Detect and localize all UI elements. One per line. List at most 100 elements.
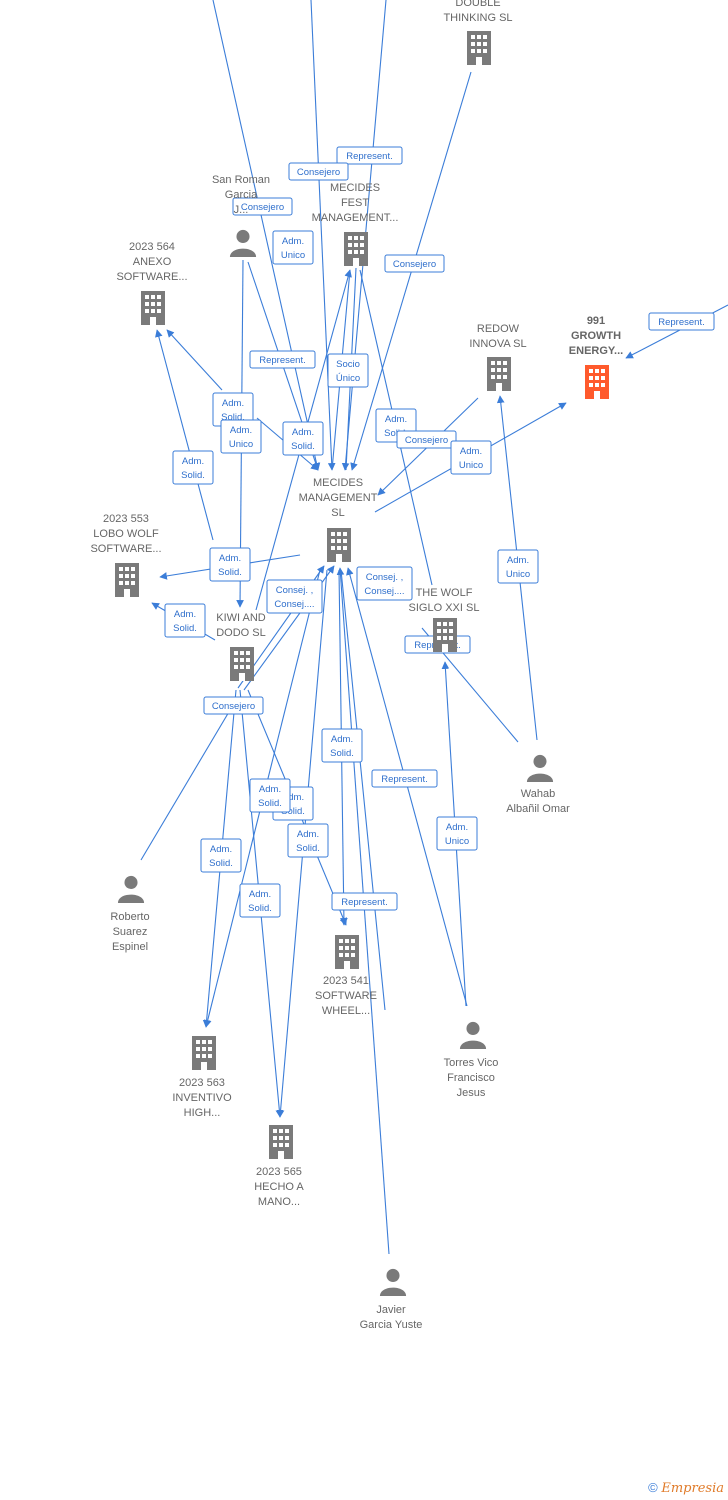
edge-relation-text: Consejero xyxy=(297,167,340,178)
node-label: THINKING SL xyxy=(443,12,512,24)
company-building-icon xyxy=(269,1125,293,1159)
edge-relation-label[interactable]: Consejero xyxy=(232,197,293,216)
edge-relation-label[interactable]: Adm.Solid. xyxy=(200,838,242,873)
edge-relation-label[interactable]: Consejero xyxy=(203,696,264,715)
edge-relation-text: Solid. xyxy=(248,903,272,914)
edge-relation-label[interactable]: Adm.Solid. xyxy=(239,883,281,918)
edge-relation-label[interactable]: Consejero xyxy=(288,162,349,181)
node-double[interactable]: DOUBLE THINKING SL xyxy=(443,0,513,65)
node-label: Jesus xyxy=(457,1087,486,1099)
edge-relation-label[interactable]: Represent. xyxy=(648,312,715,331)
company-building-icon xyxy=(344,232,368,266)
edge-relation-text: Consejero xyxy=(405,435,448,446)
edge-relation-text: Adm. xyxy=(292,427,314,438)
edge-line xyxy=(340,569,386,1011)
edge-relation-text: Solid. xyxy=(218,567,242,578)
node-label: LOBO WOLF xyxy=(93,528,159,540)
edge-relation-label[interactable]: Represent. xyxy=(336,146,403,165)
brand-logo[interactable]: Empresia xyxy=(661,1481,724,1496)
edge-labels: Represent.ConsejeroConsejeroAdm.UnicoCon… xyxy=(164,146,715,918)
company-building-icon xyxy=(487,357,511,391)
edge-relation-label[interactable]: Adm.Unico xyxy=(436,816,478,851)
edge-relation-text: Solid. xyxy=(384,428,408,439)
node-label: San Roman xyxy=(212,174,270,186)
edge-line xyxy=(212,0,321,471)
node-label: Wahab xyxy=(521,788,555,800)
edge-relation-label[interactable]: Represent. xyxy=(371,769,438,788)
node-label: 2023 541 xyxy=(323,975,369,987)
edge-relation-label[interactable]: Adm.Solid. xyxy=(287,823,329,858)
edge-relation-text: Solid. xyxy=(173,623,197,634)
node-label: Torres Vico xyxy=(444,1057,499,1069)
node-sanroman[interactable]: San RomanGarciaJ... xyxy=(212,174,270,257)
node-label: 991 xyxy=(587,315,605,327)
edge-relation-text: Solid. xyxy=(258,798,282,809)
footer: © Empresia xyxy=(648,1480,724,1496)
node-label: INVENTIVO xyxy=(172,1092,232,1104)
node-mecfest[interactable]: MECIDESFESTMANAGEMENT... xyxy=(312,182,399,266)
node-label: Garcia xyxy=(225,189,258,201)
edge-relation-label[interactable]: Adm. Solid. xyxy=(164,603,206,638)
node-s563[interactable]: 2023 563INVENTIVOHIGH... xyxy=(172,1036,232,1119)
node-s541[interactable]: 2023 541SOFTWAREWHEEL... xyxy=(315,935,377,1017)
edge-relation-label[interactable]: Adm.Unico xyxy=(272,230,314,265)
edge-relation-text: Represent. xyxy=(658,317,704,328)
company-building-icon xyxy=(327,528,351,562)
edge-relation-text: Represent. xyxy=(341,897,387,908)
node-label: FEST xyxy=(341,197,369,209)
edge-relation-text: Consej.... xyxy=(274,599,314,610)
edge-relation-text: Solid. xyxy=(330,748,354,759)
edge-relation-label[interactable]: Consej. ,Consej.... xyxy=(356,566,413,601)
node-label: ENERGY... xyxy=(569,345,623,357)
edge-relation-text: Adm. xyxy=(230,425,252,436)
company-building-icon xyxy=(141,291,165,325)
edge-relation-text: Solid. xyxy=(181,470,205,481)
edge-relation-text: Unico xyxy=(281,250,305,261)
company-building-icon xyxy=(230,647,254,681)
edge-relation-text: Represent. xyxy=(259,355,305,366)
edge-relation-text: Adm. xyxy=(282,792,304,803)
node-growth[interactable]: 991GROWTHENERGY... xyxy=(569,315,623,399)
node-label: Javier xyxy=(376,1304,406,1316)
edge-relation-label[interactable]: Represent. xyxy=(249,350,316,369)
node-label: REDOW xyxy=(477,323,520,335)
edge-relation-text: Consejero xyxy=(393,259,436,270)
node-label: SOFTWARE xyxy=(315,990,377,1002)
node-label: 2023 563 xyxy=(179,1077,225,1089)
edge-relation-label[interactable]: Represent. xyxy=(331,892,398,911)
edge-relation-label[interactable]: Consej. ,Consej.... xyxy=(266,579,323,614)
company-building-icon xyxy=(335,935,359,969)
edge-relation-text: Represent. xyxy=(346,151,392,162)
edge-relation-text: Consej.... xyxy=(364,586,404,597)
copyright-icon: © xyxy=(648,1480,658,1495)
edge-relation-label[interactable]: Consejero xyxy=(396,430,457,449)
edge-relation-label[interactable]: Adm.Unico xyxy=(220,419,262,454)
edge-relation-label[interactable]: Consejero xyxy=(384,254,445,273)
node-label: DOUBLE xyxy=(455,0,500,9)
edge-relation-label[interactable]: Adm.Unico xyxy=(450,440,492,475)
edge-relation-label[interactable]: Adm.Solid. xyxy=(209,547,251,582)
node-label: 2023 565 xyxy=(256,1166,302,1178)
edge-relation-label[interactable]: Adm.Solid. xyxy=(282,421,324,456)
node-label: KIWI AND xyxy=(216,612,266,624)
edge-relation-label[interactable]: Adm.Solid. xyxy=(249,778,291,813)
edge-relation-text: Solid. xyxy=(281,806,305,817)
edge-relation-label[interactable]: Adm.Solid. xyxy=(321,728,363,763)
edge-relation-label[interactable]: Adm.Unico xyxy=(497,549,539,584)
node-label: 2023 564 xyxy=(129,241,175,253)
edge-relation-text: Adm. xyxy=(174,609,196,620)
person-icon xyxy=(459,1021,487,1049)
edge-relation-label[interactable]: Adm.Solid. xyxy=(172,450,214,485)
node-anexo[interactable]: 2023 564ANEXOSOFTWARE... xyxy=(116,241,188,325)
